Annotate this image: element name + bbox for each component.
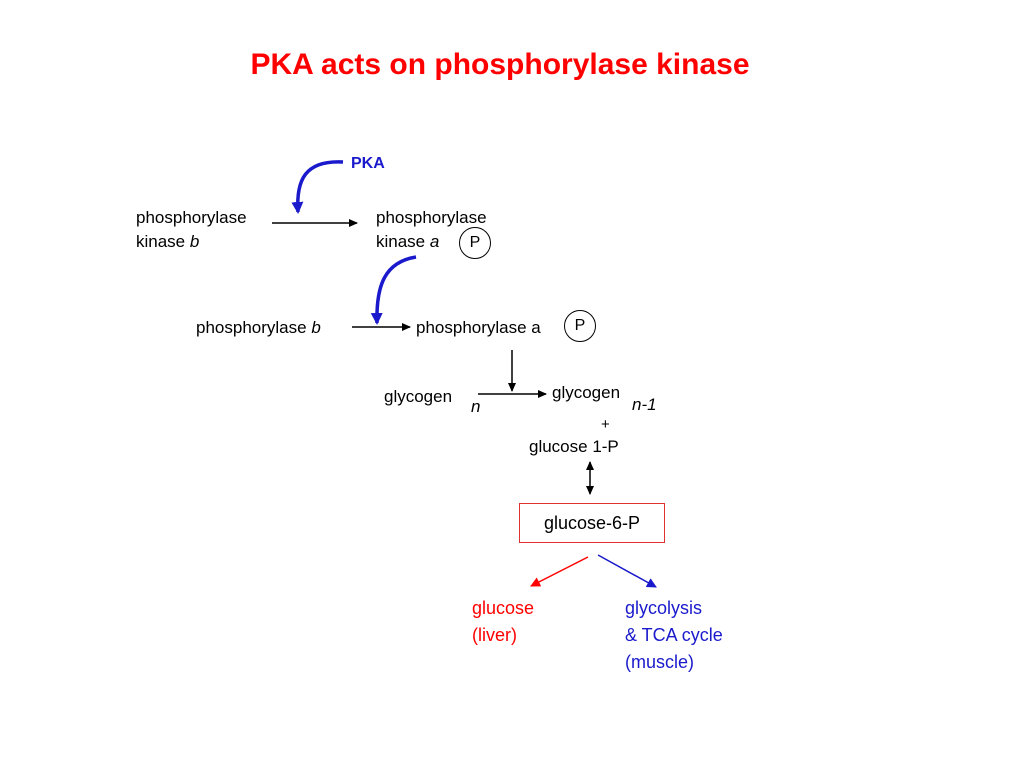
phosphate-circle-phosphorylase: P xyxy=(564,310,596,342)
kinase-a-curved-arrow xyxy=(370,255,417,325)
liver-outcome-line2: (liver) xyxy=(472,625,517,645)
muscle-outcome-line2: & TCA cycle xyxy=(625,625,723,645)
glucose-1-p: glucose 1-P xyxy=(529,437,619,456)
phosphorylase-a: phosphorylase a xyxy=(416,318,541,337)
liver-outcome-line1: glucose xyxy=(472,598,535,618)
pka-curved-arrow xyxy=(291,160,344,214)
muscle-outcome-line3: (muscle) xyxy=(625,652,695,672)
plus-sign: + xyxy=(601,416,610,433)
glycogen-n-1: glycogen xyxy=(552,383,621,402)
muscle-outcome-line1: glycolysis xyxy=(625,598,703,618)
arrow-to-muscle xyxy=(597,554,657,588)
kinase-b-line2: kinase b xyxy=(136,232,200,251)
glycogen-n: glycogen xyxy=(384,387,453,406)
kinase-b-line1: phosphorylase xyxy=(136,208,247,227)
glucose-6-p-box: glucose-6-P xyxy=(519,503,665,543)
phosphorylase-b: phosphorylase b xyxy=(196,318,321,337)
glycogen-n-subscript: n xyxy=(471,397,481,416)
kinase-a-line2: kinase a xyxy=(376,232,440,251)
phosphate-circle-kinase: P xyxy=(459,227,491,259)
slide-title: PKA acts on phosphorylase kinase xyxy=(250,48,750,81)
glycogen-n-1-subscript: n-1 xyxy=(632,395,657,414)
pka-label: PKA xyxy=(351,155,385,172)
arrow-to-liver xyxy=(530,556,589,587)
kinase-a-line1: phosphorylase xyxy=(376,208,487,227)
